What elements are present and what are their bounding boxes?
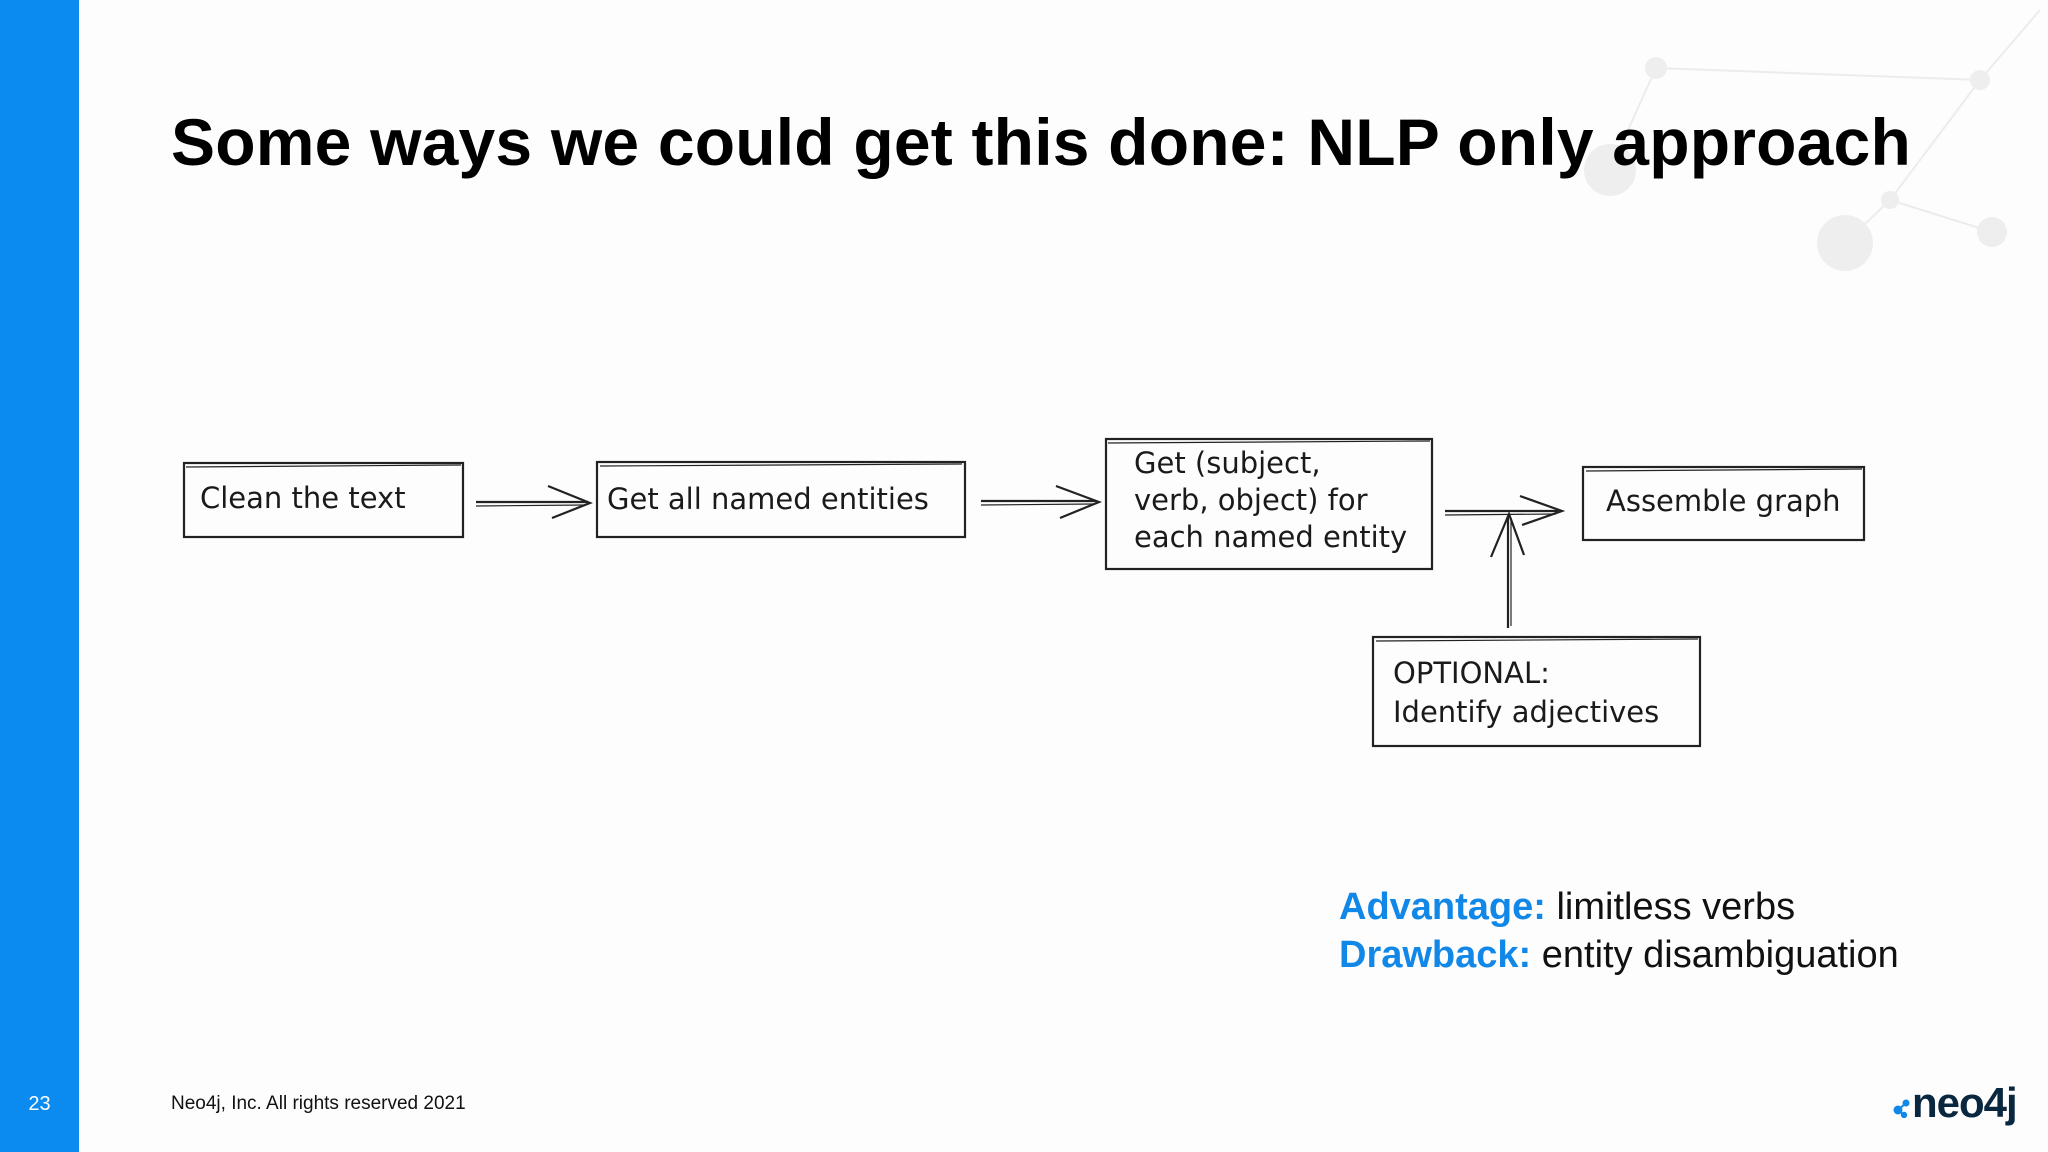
step-3-label-line-2: verb, object) for <box>1134 483 1368 517</box>
step-3-label-line-1: Get (subject, <box>1134 446 1321 480</box>
advantage-line: Advantage: limitless verbs <box>1339 883 1899 931</box>
step-3-label-line-3: each named entity <box>1134 520 1407 554</box>
logo-text: neo4j <box>1912 1079 2018 1126</box>
step-box-subject-verb-object <box>1104 437 1434 571</box>
optional-box <box>1371 635 1702 748</box>
footer-copyright: Neo4j, Inc. All rights reserved 2021 <box>171 1093 466 1114</box>
step-2-label: Get all named entities <box>607 482 929 516</box>
logo-mark-icon <box>1893 1099 1910 1118</box>
drawback-label: Drawback: <box>1339 934 1532 976</box>
advantage-label: Advantage: <box>1339 886 1546 928</box>
step-box-clean-text <box>182 461 465 539</box>
arrow-1 <box>475 484 593 520</box>
drawback-line: Drawback: entity disambiguation <box>1339 931 1899 979</box>
network-decoration <box>1584 9 2041 271</box>
drawback-text: entity disambiguation <box>1531 934 1899 976</box>
notes-block: Advantage: limitless verbs Drawback: ent… <box>1339 883 1899 979</box>
step-box-named-entities <box>595 460 967 539</box>
page-number: 23 <box>28 1093 51 1115</box>
arrow-3 <box>1444 494 1566 527</box>
slide-title: Some ways we could get this done: NLP on… <box>171 105 1911 179</box>
step-4-label: Assemble graph <box>1606 484 1841 518</box>
step-1-label: Clean the text <box>200 481 406 515</box>
optional-label-line-2: Identify adjectives <box>1393 695 1659 729</box>
neo4j-logo: neo4j <box>1892 1079 2018 1126</box>
step-box-assemble-graph <box>1581 465 1866 542</box>
optional-label-line-1: OPTIONAL: <box>1393 656 1550 690</box>
arrow-optional-up <box>1489 510 1526 628</box>
arrow-2 <box>980 484 1103 520</box>
sidebar-bar <box>0 0 79 1152</box>
advantage-text: limitless verbs <box>1545 886 1796 928</box>
